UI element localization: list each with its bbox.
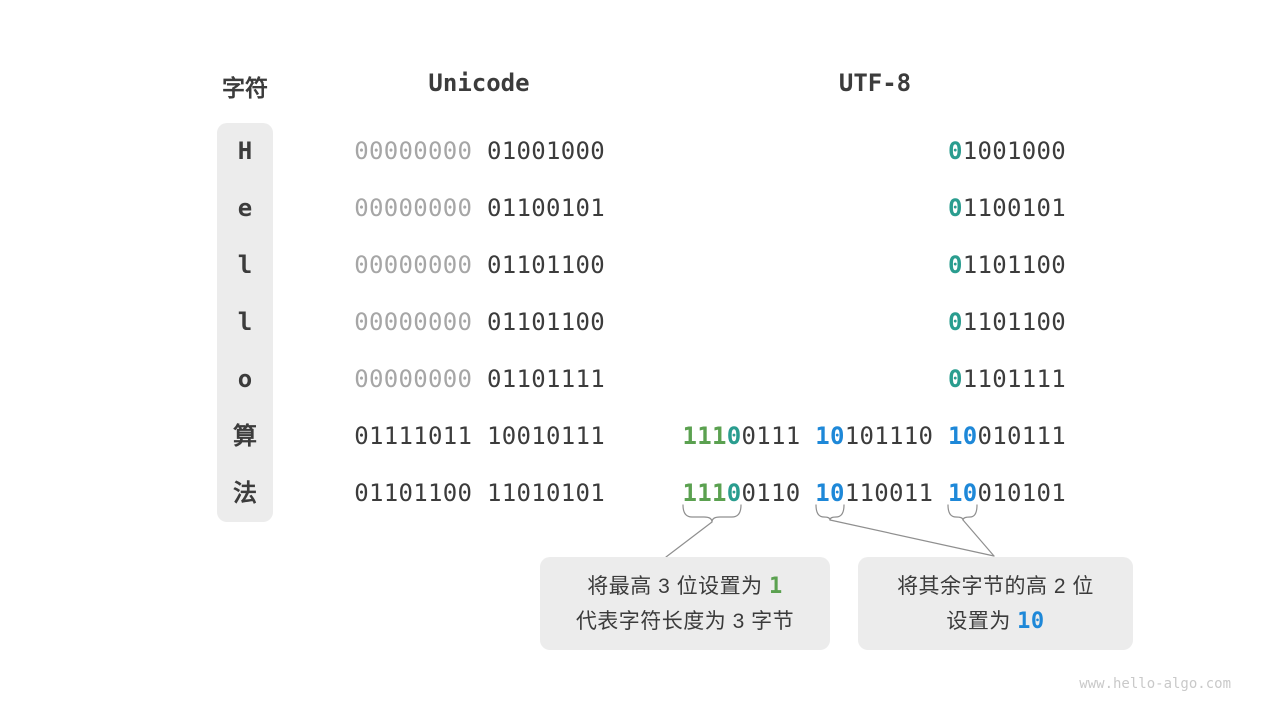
unicode-binary-value: 00000000 01100101 [354, 180, 605, 237]
unicode-binary-value: 00000000 01101100 [354, 237, 605, 294]
bit-group-dark: 01101100 [487, 251, 605, 279]
callout-line: 将最高 3 位设置为 1 [540, 569, 830, 604]
bit-group-muted: 00000000 [354, 194, 473, 222]
callout-highlight-green: 1 [768, 573, 783, 599]
bit-group-teal: 0 [726, 479, 742, 507]
bit-group-dark: 101110 [844, 422, 934, 450]
bit-group-dark: 01001000 [487, 137, 605, 165]
character-cell: o [237, 365, 253, 393]
bit-group-dark: 110011 [844, 479, 934, 507]
callout-text: 设置为 [946, 609, 1018, 633]
connector-line-to-callout-2b [962, 519, 995, 557]
character-cell: l [237, 308, 253, 336]
bit-group-blue: 10 [948, 422, 978, 450]
bit-group-dark: 01100101 [487, 194, 605, 222]
bit-group-muted: 00000000 [354, 365, 473, 393]
bit-group-muted: 00000000 [354, 137, 473, 165]
column-header-character: 字符 [222, 75, 268, 101]
watermark: www.hello-algo.com [1079, 676, 1231, 692]
callout-text: 将其余字节的高 2 位 [897, 574, 1094, 598]
utf8-binary-value: 01001000 [948, 123, 1066, 180]
bit-group-teal: 0 [948, 137, 963, 165]
bit-group-dark: 1100101 [962, 194, 1066, 222]
callout-high-bits: 将最高 3 位设置为 1 代表字符长度为 3 字节 [540, 557, 830, 650]
unicode-binary-value: 01101100 11010101 [354, 465, 605, 522]
character-cell: 算 [233, 422, 257, 450]
bit-group-teal: 0 [948, 365, 963, 393]
bit-group-dark: 10010111 [487, 422, 605, 450]
character-cell: 法 [233, 479, 257, 507]
bit-group-dark: 1101111 [962, 365, 1066, 393]
bit-group-dark: 0111 [741, 422, 801, 450]
character-cell: H [237, 137, 253, 165]
character-cell: l [237, 251, 253, 279]
bit-group-green: 111 [682, 422, 727, 450]
bit-group-teal: 0 [948, 251, 963, 279]
utf8-binary-value: 01100101 [948, 180, 1066, 237]
utf8-binary-value: 01101111 [948, 351, 1066, 408]
callout-continuation-bits: 将其余字节的高 2 位设置为 10 [858, 557, 1133, 650]
utf8-binary-value: 11100111 10101110 10010111 [683, 408, 1067, 465]
bit-group-dark: 01111011 [354, 422, 473, 450]
bit-group-muted: 00000000 [354, 251, 473, 279]
callout-line: 设置为 10 [858, 604, 1133, 639]
unicode-binary-value: 00000000 01001000 [354, 123, 605, 180]
callout-line: 代表字符长度为 3 字节 [540, 604, 830, 639]
character-cell: e [237, 194, 253, 222]
unicode-binary-value: 01111011 10010111 [354, 408, 605, 465]
bit-group-teal: 0 [948, 194, 963, 222]
bit-group-dark: 01101100 [354, 479, 473, 507]
callout-text: 将最高 3 位设置为 [587, 574, 769, 598]
bit-group-blue: 10 [815, 479, 845, 507]
bit-group-teal: 0 [726, 422, 742, 450]
bit-group-dark: 010111 [977, 422, 1066, 450]
bit-group-dark: 01101100 [487, 308, 605, 336]
bit-group-dark: 0110 [741, 479, 801, 507]
callout-highlight-blue: 10 [1017, 608, 1045, 634]
bit-group-blue: 10 [948, 479, 978, 507]
bit-group-dark: 1001000 [962, 137, 1066, 165]
bit-group-teal: 0 [948, 308, 963, 336]
bit-group-blue: 10 [815, 422, 845, 450]
bit-group-dark: 11010101 [487, 479, 605, 507]
bit-group-green: 111 [682, 479, 727, 507]
utf8-binary-value: 01101100 [948, 294, 1066, 351]
utf8-binary-value: 01101100 [948, 237, 1066, 294]
connector-line-to-callout-2a [829, 519, 995, 557]
column-header-utf8: UTF-8 [838, 69, 912, 97]
callout-line: 将其余字节的高 2 位 [858, 569, 1133, 604]
character-column-background [217, 123, 273, 522]
unicode-binary-value: 00000000 01101111 [354, 351, 605, 408]
utf8-binary-value: 11100110 10110011 10010101 [683, 465, 1067, 522]
bit-group-dark: 010101 [977, 479, 1066, 507]
connector-line-to-callout-1 [665, 521, 713, 558]
callout-text: 代表字符长度为 3 字节 [575, 609, 795, 633]
bit-group-muted: 00000000 [354, 308, 473, 336]
bit-group-dark: 01101111 [487, 365, 605, 393]
column-header-unicode: Unicode [428, 69, 530, 97]
bit-group-dark: 1101100 [962, 308, 1066, 336]
unicode-binary-value: 00000000 01101100 [354, 294, 605, 351]
bit-group-dark: 1101100 [962, 251, 1066, 279]
